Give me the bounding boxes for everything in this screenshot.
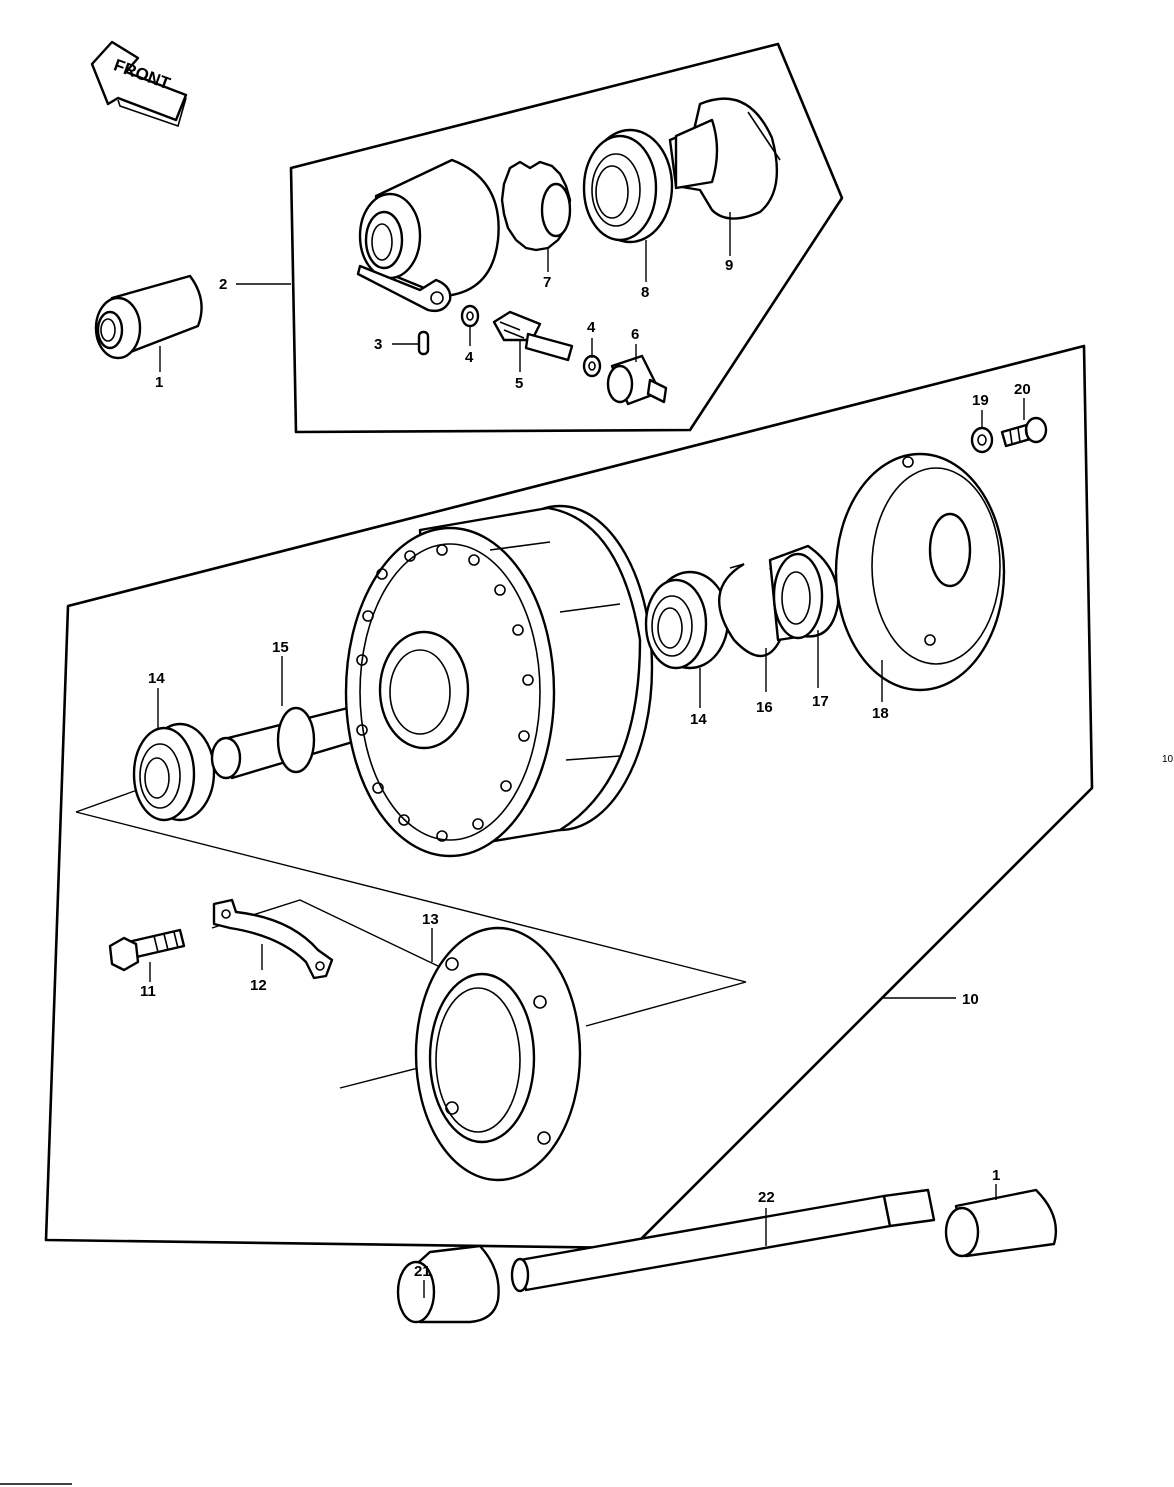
callout-5: 5 <box>515 375 523 392</box>
callout-22: 22 <box>758 1189 775 1206</box>
gear-housing-group-outline <box>289 42 844 434</box>
callout-14-left: 14 <box>148 670 165 687</box>
callout-21: 21 <box>414 1263 431 1280</box>
callout-14-right: 14 <box>690 711 707 728</box>
right-edge-page-number: 10 <box>1162 754 1174 765</box>
flange-part-13 <box>414 926 582 1182</box>
callout-4-right: 4 <box>587 319 596 336</box>
bolt-part-20 <box>1000 416 1048 448</box>
callout-15: 15 <box>272 639 289 656</box>
callout-3: 3 <box>374 336 382 353</box>
leader-lines <box>149 212 1025 1298</box>
callout-6: 6 <box>631 326 639 343</box>
front-arrow-icon: FRONT <box>90 40 188 128</box>
collar-part-21 <box>396 1244 500 1324</box>
washer-part-4-right <box>582 354 602 378</box>
callout-20: 20 <box>1014 381 1031 398</box>
hub-cover-part-18 <box>834 452 1006 692</box>
spacer-part-1-lower <box>944 1188 1058 1258</box>
callout-18: 18 <box>872 705 889 722</box>
wheel-hub-part-10 <box>344 504 654 858</box>
washer-part-4-left <box>460 304 480 328</box>
callout-11: 11 <box>140 983 156 1000</box>
gear-part-7 <box>500 160 572 252</box>
callout-17: 17 <box>812 693 829 710</box>
callout-16: 16 <box>756 699 773 716</box>
bushing-part-6 <box>606 354 668 406</box>
spacer-part-1-upper <box>94 274 203 360</box>
lock-plate-part-12 <box>212 898 334 980</box>
dust-plate-part-9 <box>668 97 781 220</box>
bearing-part-8 <box>582 128 674 244</box>
gear-housing-part-2 <box>356 158 500 313</box>
callout-2: 2 <box>219 276 227 293</box>
callout-8: 8 <box>641 284 649 301</box>
callout-10: 10 <box>962 991 979 1008</box>
callout-19: 19 <box>972 392 989 409</box>
hub-assembly-group-outline <box>44 344 1094 1250</box>
axle-part-22 <box>510 1188 936 1293</box>
grease-seal-part-17 <box>768 544 840 642</box>
callout-12: 12 <box>250 977 267 994</box>
bearing-part-14-right <box>644 570 730 670</box>
callout-9: 9 <box>725 257 733 274</box>
distance-collar-part-15 <box>210 698 388 780</box>
pin-part-3 <box>417 330 430 356</box>
callout-labels: 2 1 3 4 5 4 6 7 8 9 14 15 14 16 17 18 19… <box>140 257 1031 1280</box>
bolt-part-11 <box>108 928 186 972</box>
washer-part-19 <box>970 426 994 454</box>
callout-1-upper: 1 <box>155 374 163 391</box>
callout-7: 7 <box>543 274 551 291</box>
callout-13: 13 <box>422 911 439 928</box>
callout-1-lower: 1 <box>992 1167 1000 1184</box>
callout-4-left: 4 <box>465 349 474 366</box>
pinion-shaft-part-5 <box>492 310 574 362</box>
bearing-part-14-left <box>132 722 216 822</box>
